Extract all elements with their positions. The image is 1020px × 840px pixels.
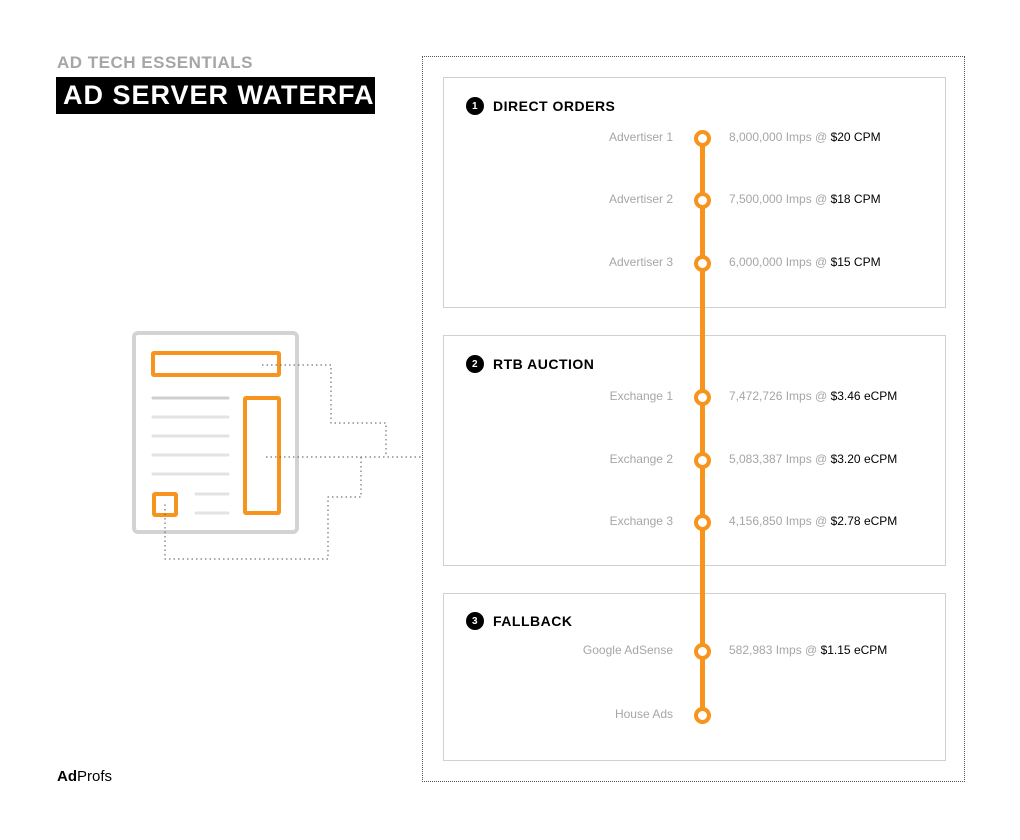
source-stats: 5,083,387 Imps @ $3.20 eCPM	[729, 452, 897, 466]
price: $1.15 eCPM	[820, 643, 888, 657]
banner-ad-slot	[151, 351, 281, 377]
price: $2.78 eCPM	[830, 514, 898, 528]
page-frame	[132, 331, 299, 534]
impressions: 6,000,000 Imps @	[729, 255, 831, 269]
impressions: 4,156,850 Imps @	[729, 514, 831, 528]
source-label: Exchange 3	[609, 514, 673, 528]
source-label: Advertiser 3	[608, 255, 673, 269]
source-stats: 7,500,000 Imps @ $18 CPM	[729, 192, 881, 206]
waterfall-node-icon	[694, 452, 711, 469]
waterfall-node-icon	[694, 514, 711, 531]
kicker: AD TECH ESSENTIALS	[57, 53, 254, 72]
price: $15 CPM	[830, 255, 881, 269]
source-label: Google AdSense	[582, 643, 673, 657]
adprofs-logo: AdProfs	[57, 768, 113, 785]
waterfall-node-icon	[694, 192, 711, 209]
price: $3.20 eCPM	[830, 452, 898, 466]
price: $3.46 eCPM	[830, 389, 898, 403]
text-lines	[151, 396, 230, 515]
source-label: House Ads	[614, 707, 673, 721]
price: $20 CPM	[830, 130, 881, 144]
sidebar-ad-slot	[243, 396, 281, 515]
step-badge: 1	[466, 97, 484, 115]
impressions: 582,983 Imps @	[729, 643, 821, 657]
section-title: RTB AUCTION	[493, 356, 595, 372]
section-direct-orders: 1 DIRECT ORDERS	[443, 77, 946, 308]
source-stats: 4,156,850 Imps @ $2.78 eCPM	[729, 514, 897, 528]
waterfall-node-icon	[694, 389, 711, 406]
section-fallback: 3 FALLBACK	[443, 593, 946, 761]
impressions: 5,083,387 Imps @	[729, 452, 831, 466]
section-rtb-auction: 2 RTB AUCTION	[443, 335, 946, 566]
source-label: Advertiser 2	[608, 192, 673, 206]
source-stats: 582,983 Imps @ $1.15 eCPM	[729, 643, 887, 657]
impressions: 8,000,000 Imps @	[729, 130, 831, 144]
source-label: Advertiser 1	[608, 130, 673, 144]
step-badge: 3	[466, 612, 484, 630]
source-label: Exchange 2	[609, 452, 673, 466]
source-stats: 7,472,726 Imps @ $3.46 eCPM	[729, 389, 897, 403]
waterfall-container	[422, 56, 965, 782]
waterfall-node-icon	[694, 707, 711, 724]
waterfall-node-icon	[694, 255, 711, 272]
waterfall-node-icon	[694, 130, 711, 147]
waterfall-line	[700, 138, 705, 716]
source-stats: 6,000,000 Imps @ $15 CPM	[729, 255, 881, 269]
source-stats: 8,000,000 Imps @ $20 CPM	[729, 130, 881, 144]
waterfall-node-icon	[694, 643, 711, 660]
page-title: AD SERVER WATERFALL	[56, 77, 409, 114]
source-label: Exchange 1	[609, 389, 673, 403]
connector-lines	[164, 364, 422, 560]
section-title: FALLBACK	[493, 613, 573, 629]
step-badge: 2	[466, 355, 484, 373]
section-title: DIRECT ORDERS	[493, 98, 616, 114]
impressions: 7,500,000 Imps @	[729, 192, 831, 206]
price: $18 CPM	[830, 192, 881, 206]
impressions: 7,472,726 Imps @	[729, 389, 831, 403]
